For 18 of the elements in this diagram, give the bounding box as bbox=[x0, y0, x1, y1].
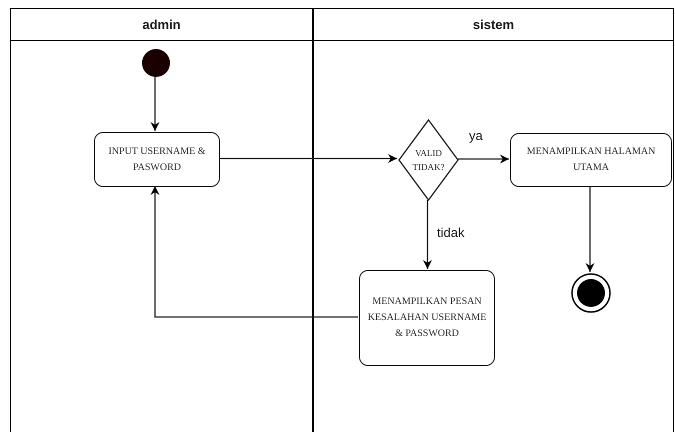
arrow bbox=[150, 76, 160, 131]
arrow bbox=[423, 200, 432, 269]
swimlane bbox=[10, 8, 313, 432]
lane-title: admin bbox=[11, 9, 312, 41]
end-node bbox=[571, 273, 611, 313]
edge-label: tidak bbox=[436, 225, 466, 240]
decision-text: VALID TIDAK? bbox=[412, 146, 446, 174]
activity-box: MENAMPILKAN HALAMAN UTAMA bbox=[510, 133, 672, 187]
arrow bbox=[458, 154, 509, 164]
lane-title: sistem bbox=[314, 9, 673, 41]
arrow bbox=[219, 154, 397, 163]
swimlane bbox=[313, 8, 674, 432]
arrow bbox=[586, 186, 594, 272]
arrow bbox=[150, 186, 358, 318]
start-node bbox=[142, 49, 170, 77]
activity-box: MENAMPILKAN PESAN KESALAHAN USERNAME & PASSWORD bbox=[359, 270, 495, 366]
decision-diamond bbox=[398, 119, 459, 201]
activity-box: INPUT USERNAME & PASWORD bbox=[94, 132, 220, 187]
